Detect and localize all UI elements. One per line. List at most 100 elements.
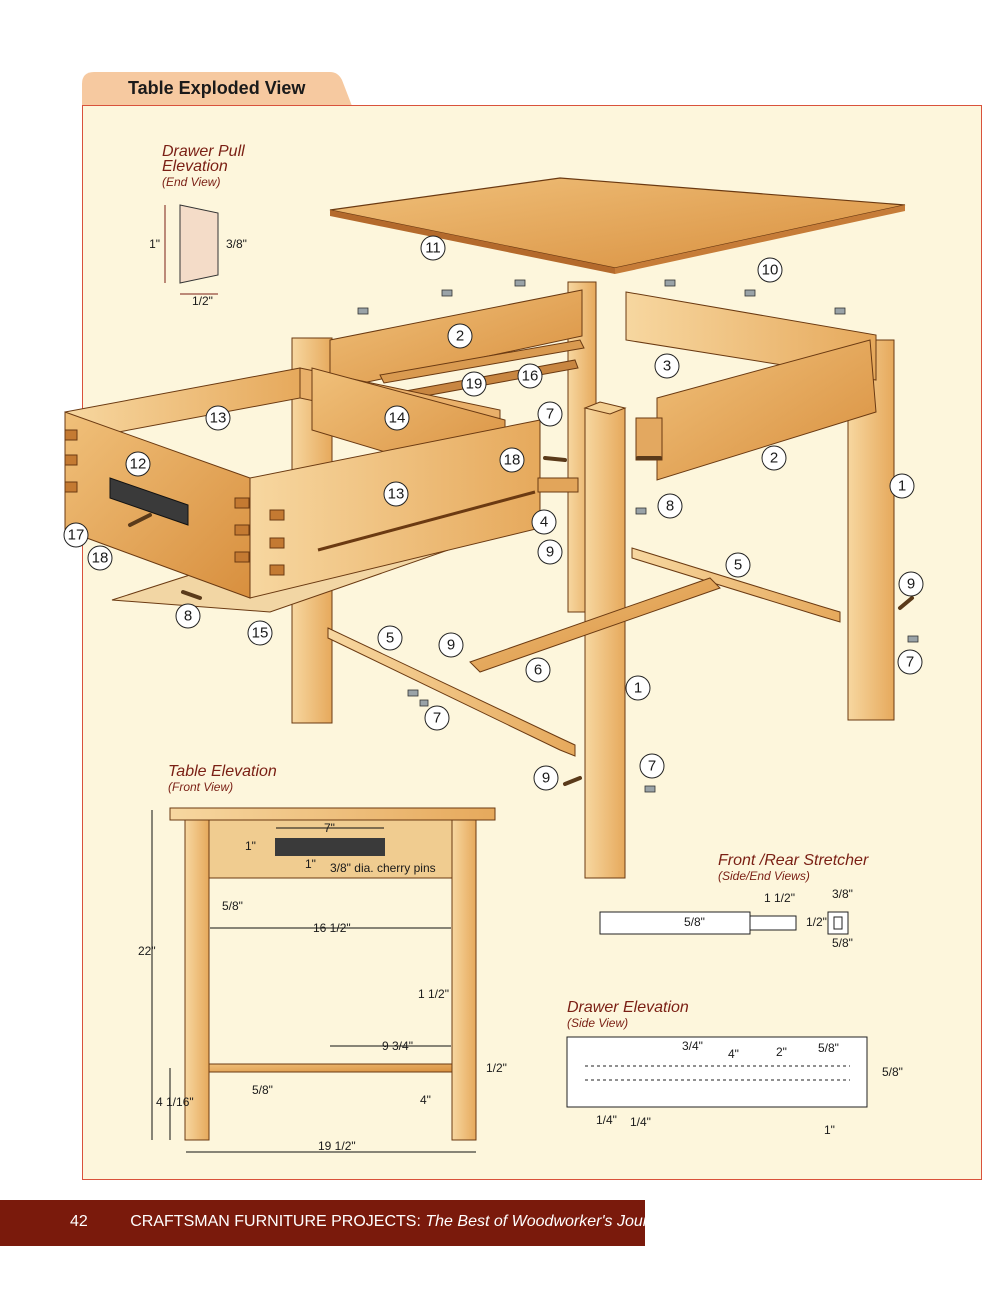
svg-text:13: 13 (210, 410, 227, 427)
svg-text:Table Elevation: Table Elevation (168, 763, 277, 780)
book-subtitle: The Best of Woodworker's Journal (425, 1213, 670, 1230)
svg-text:1 1/2": 1 1/2" (418, 987, 449, 1001)
svg-text:3: 3 (663, 358, 671, 375)
callout-8a: 8 (657, 493, 683, 519)
svg-text:8: 8 (184, 608, 192, 625)
svg-text:1/2": 1/2" (192, 294, 213, 308)
svg-text:5/8": 5/8" (882, 1065, 903, 1079)
drawer-guide (537, 477, 579, 493)
callout-10: 10 (757, 257, 783, 283)
svg-text:7: 7 (546, 406, 554, 423)
callout-2a: 2 (447, 323, 473, 349)
svg-text:1": 1" (305, 857, 316, 871)
svg-text:4": 4" (728, 1047, 739, 1061)
svg-text:18: 18 (504, 452, 521, 469)
svg-text:3/4": 3/4" (682, 1039, 703, 1053)
page-title: Table Exploded View (128, 78, 306, 98)
svg-text:1 1/2": 1 1/2" (764, 891, 795, 905)
hardware-buttons (357, 279, 919, 793)
stretcher-detail: Front /Rear Stretcher (Side/End Views) 5… (599, 852, 869, 950)
svg-text:2: 2 (770, 450, 778, 467)
book-title: CRAFTSMAN FURNITURE PROJECTS: (130, 1213, 421, 1230)
svg-text:3/8": 3/8" (226, 237, 247, 251)
table-elevation: Table Elevation (Front View) 7" 1" 1" 3/… (138, 763, 507, 1153)
callout-13b: 13 (383, 481, 409, 507)
svg-text:1/4": 1/4" (596, 1113, 617, 1127)
svg-text:Drawer Elevation: Drawer Elevation (567, 999, 689, 1016)
svg-text:1": 1" (149, 237, 160, 251)
svg-text:8: 8 (666, 498, 674, 515)
callout-13a: 13 (205, 405, 231, 431)
svg-text:5/8": 5/8" (818, 1041, 839, 1055)
svg-text:1/2": 1/2" (486, 1061, 507, 1075)
svg-text:Elevation: Elevation (162, 158, 228, 175)
svg-text:16 1/2": 16 1/2" (313, 921, 351, 935)
callout-14: 14 (384, 405, 410, 431)
svg-text:5/8": 5/8" (222, 899, 243, 913)
callout-12: 12 (125, 451, 151, 477)
svg-text:7: 7 (648, 758, 656, 775)
svg-text:18: 18 (92, 550, 109, 567)
svg-text:7": 7" (324, 821, 335, 835)
svg-text:22": 22" (138, 944, 156, 958)
callout-7b: 7 (897, 649, 923, 675)
callout-5a: 5 (725, 552, 751, 578)
callout-8b: 8 (175, 603, 201, 629)
drawer-elevation: Drawer Elevation (Side View) 3/4" 4" 2" … (566, 999, 903, 1137)
svg-text:4 1/16": 4 1/16" (156, 1095, 194, 1109)
svg-text:9: 9 (546, 544, 554, 561)
callout-7a: 7 (537, 401, 563, 427)
svg-text:13: 13 (388, 486, 405, 503)
svg-text:Front /Rear Stretcher: Front /Rear Stretcher (718, 852, 869, 869)
svg-text:4: 4 (540, 514, 548, 531)
svg-text:19: 19 (466, 376, 483, 393)
svg-text:Drawer Pull: Drawer Pull (162, 143, 245, 160)
callout-7c: 7 (424, 705, 450, 731)
page-number: 42 (70, 1213, 88, 1230)
svg-text:10: 10 (762, 262, 779, 279)
callout-2b: 2 (761, 445, 787, 471)
svg-text:9: 9 (447, 637, 455, 654)
svg-text:11: 11 (425, 240, 441, 257)
svg-text:3/8" dia. cherry pins: 3/8" dia. cherry pins (330, 861, 436, 875)
svg-text:9: 9 (542, 770, 550, 787)
svg-text:1: 1 (634, 680, 642, 697)
callout-16: 16 (517, 363, 543, 389)
svg-text:3/8": 3/8" (832, 887, 853, 901)
svg-text:9: 9 (907, 576, 915, 593)
footer-bar (0, 1200, 645, 1246)
svg-text:1": 1" (245, 839, 256, 853)
svg-text:1/4": 1/4" (630, 1115, 651, 1129)
svg-text:7: 7 (906, 654, 914, 671)
svg-text:5: 5 (386, 630, 394, 647)
drawer-pull-elevation: Drawer Pull Elevation (End View) 1" 3/8"… (149, 143, 247, 308)
callout-18b: 18 (87, 545, 113, 571)
svg-text:5/8": 5/8" (684, 915, 705, 929)
svg-text:(Side View): (Side View) (567, 1016, 628, 1030)
callout-7d: 7 (639, 753, 665, 779)
callout-1a: 1 (889, 473, 915, 499)
drawer-box (64, 367, 541, 613)
svg-text:1": 1" (824, 1123, 835, 1137)
svg-text:9 3/4": 9 3/4" (382, 1039, 413, 1053)
svg-text:1: 1 (898, 478, 906, 495)
callout-15: 15 (247, 620, 273, 646)
callout-6: 6 (525, 657, 551, 683)
svg-text:6: 6 (534, 662, 542, 679)
callout-19: 19 (461, 371, 487, 397)
callout-17: 17 (63, 522, 89, 548)
svg-text:2": 2" (776, 1045, 787, 1059)
callout-11: 11 (420, 235, 446, 261)
svg-text:17: 17 (68, 527, 85, 544)
callout-18a: 18 (499, 447, 525, 473)
svg-text:15: 15 (252, 625, 269, 642)
svg-text:5/8": 5/8" (832, 936, 853, 950)
callout-3: 3 (654, 353, 680, 379)
callout-1b: 1 (625, 675, 651, 701)
svg-text:(Front View): (Front View) (168, 780, 233, 794)
callout-9b: 9 (898, 571, 924, 597)
svg-text:14: 14 (389, 410, 406, 427)
svg-text:2: 2 (456, 328, 464, 345)
svg-text:16: 16 (522, 368, 539, 385)
